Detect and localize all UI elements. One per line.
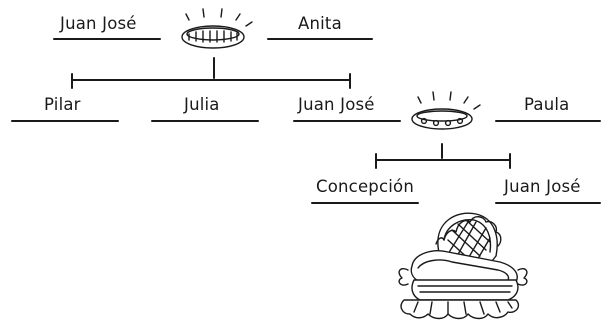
baby-cradle-icon (398, 212, 528, 320)
name-juan-jose-son: Juan José (503, 177, 581, 196)
name-concepcion: Concepción (316, 177, 414, 196)
name-pilar: Pilar (44, 95, 81, 114)
name-anita: Anita (298, 14, 342, 33)
wedding-ring-icon (411, 91, 481, 130)
name-julia: Julia (183, 95, 220, 114)
couple-generation-1: Juan José Anita (53, 8, 373, 79)
name-paula: Paula (524, 95, 569, 114)
sibling-bracket-generation-3 (375, 153, 511, 169)
name-juan-jose-father: Juan José (297, 95, 375, 114)
wedding-ring-icon (181, 8, 253, 49)
children-generation-3: Concepción Juan José (311, 177, 601, 204)
sibling-bracket-generation-2 (71, 73, 351, 89)
children-generation-2: Pilar Julia Juan José Paula (11, 91, 601, 159)
name-juan-jose-grandfather: Juan José (59, 14, 137, 33)
